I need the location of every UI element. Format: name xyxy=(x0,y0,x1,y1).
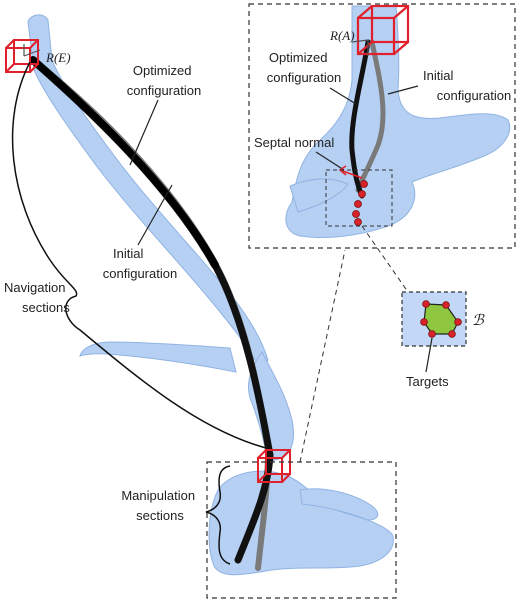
inset-optimized-leader xyxy=(329,87,357,105)
boundary-symbol: ℬ xyxy=(472,311,485,329)
inset-optimized-label: Optimized configuration xyxy=(267,50,341,85)
manipulation-box xyxy=(206,461,397,599)
navigation-label: Navigation sections xyxy=(4,280,70,315)
initial-catheter-inset xyxy=(355,39,386,193)
anatomy-main xyxy=(27,14,394,576)
inset-initial-label: Initial configuration xyxy=(423,68,511,103)
septal-normal-label: Septal normal xyxy=(254,135,334,150)
optimized-leader xyxy=(129,99,159,166)
manipulation-bracket xyxy=(205,465,231,565)
targets-label: Targets xyxy=(406,374,449,389)
ra-label: R(A) xyxy=(329,28,355,43)
connector-right xyxy=(361,225,409,293)
septal-normal-leader xyxy=(315,151,345,171)
targets-dots xyxy=(420,300,462,338)
frame-ra-arrows xyxy=(351,39,369,56)
frame-re-icon xyxy=(5,39,39,73)
inset-box xyxy=(248,3,516,249)
catheters-main xyxy=(29,56,274,571)
target-zoom-box xyxy=(325,169,393,227)
initial-leader xyxy=(137,184,173,246)
inset-target-points xyxy=(352,180,368,226)
manipulation-label: Manipulation sections xyxy=(121,488,198,523)
navigation-bracket xyxy=(11,61,267,449)
inset-catheters xyxy=(349,39,386,199)
inset-anatomy xyxy=(285,5,511,238)
targets-leader xyxy=(425,337,433,373)
optimized-label: Optimized configuration xyxy=(127,63,201,98)
frame-ra-icon xyxy=(356,4,410,56)
re-label: R(E) xyxy=(45,50,71,65)
frame-re-arrows xyxy=(23,44,41,57)
initial-label: Initial configuration xyxy=(103,246,177,281)
connector-left xyxy=(299,249,346,463)
inset-initial-leader xyxy=(387,85,419,95)
optimized-catheter-inset xyxy=(349,39,371,199)
